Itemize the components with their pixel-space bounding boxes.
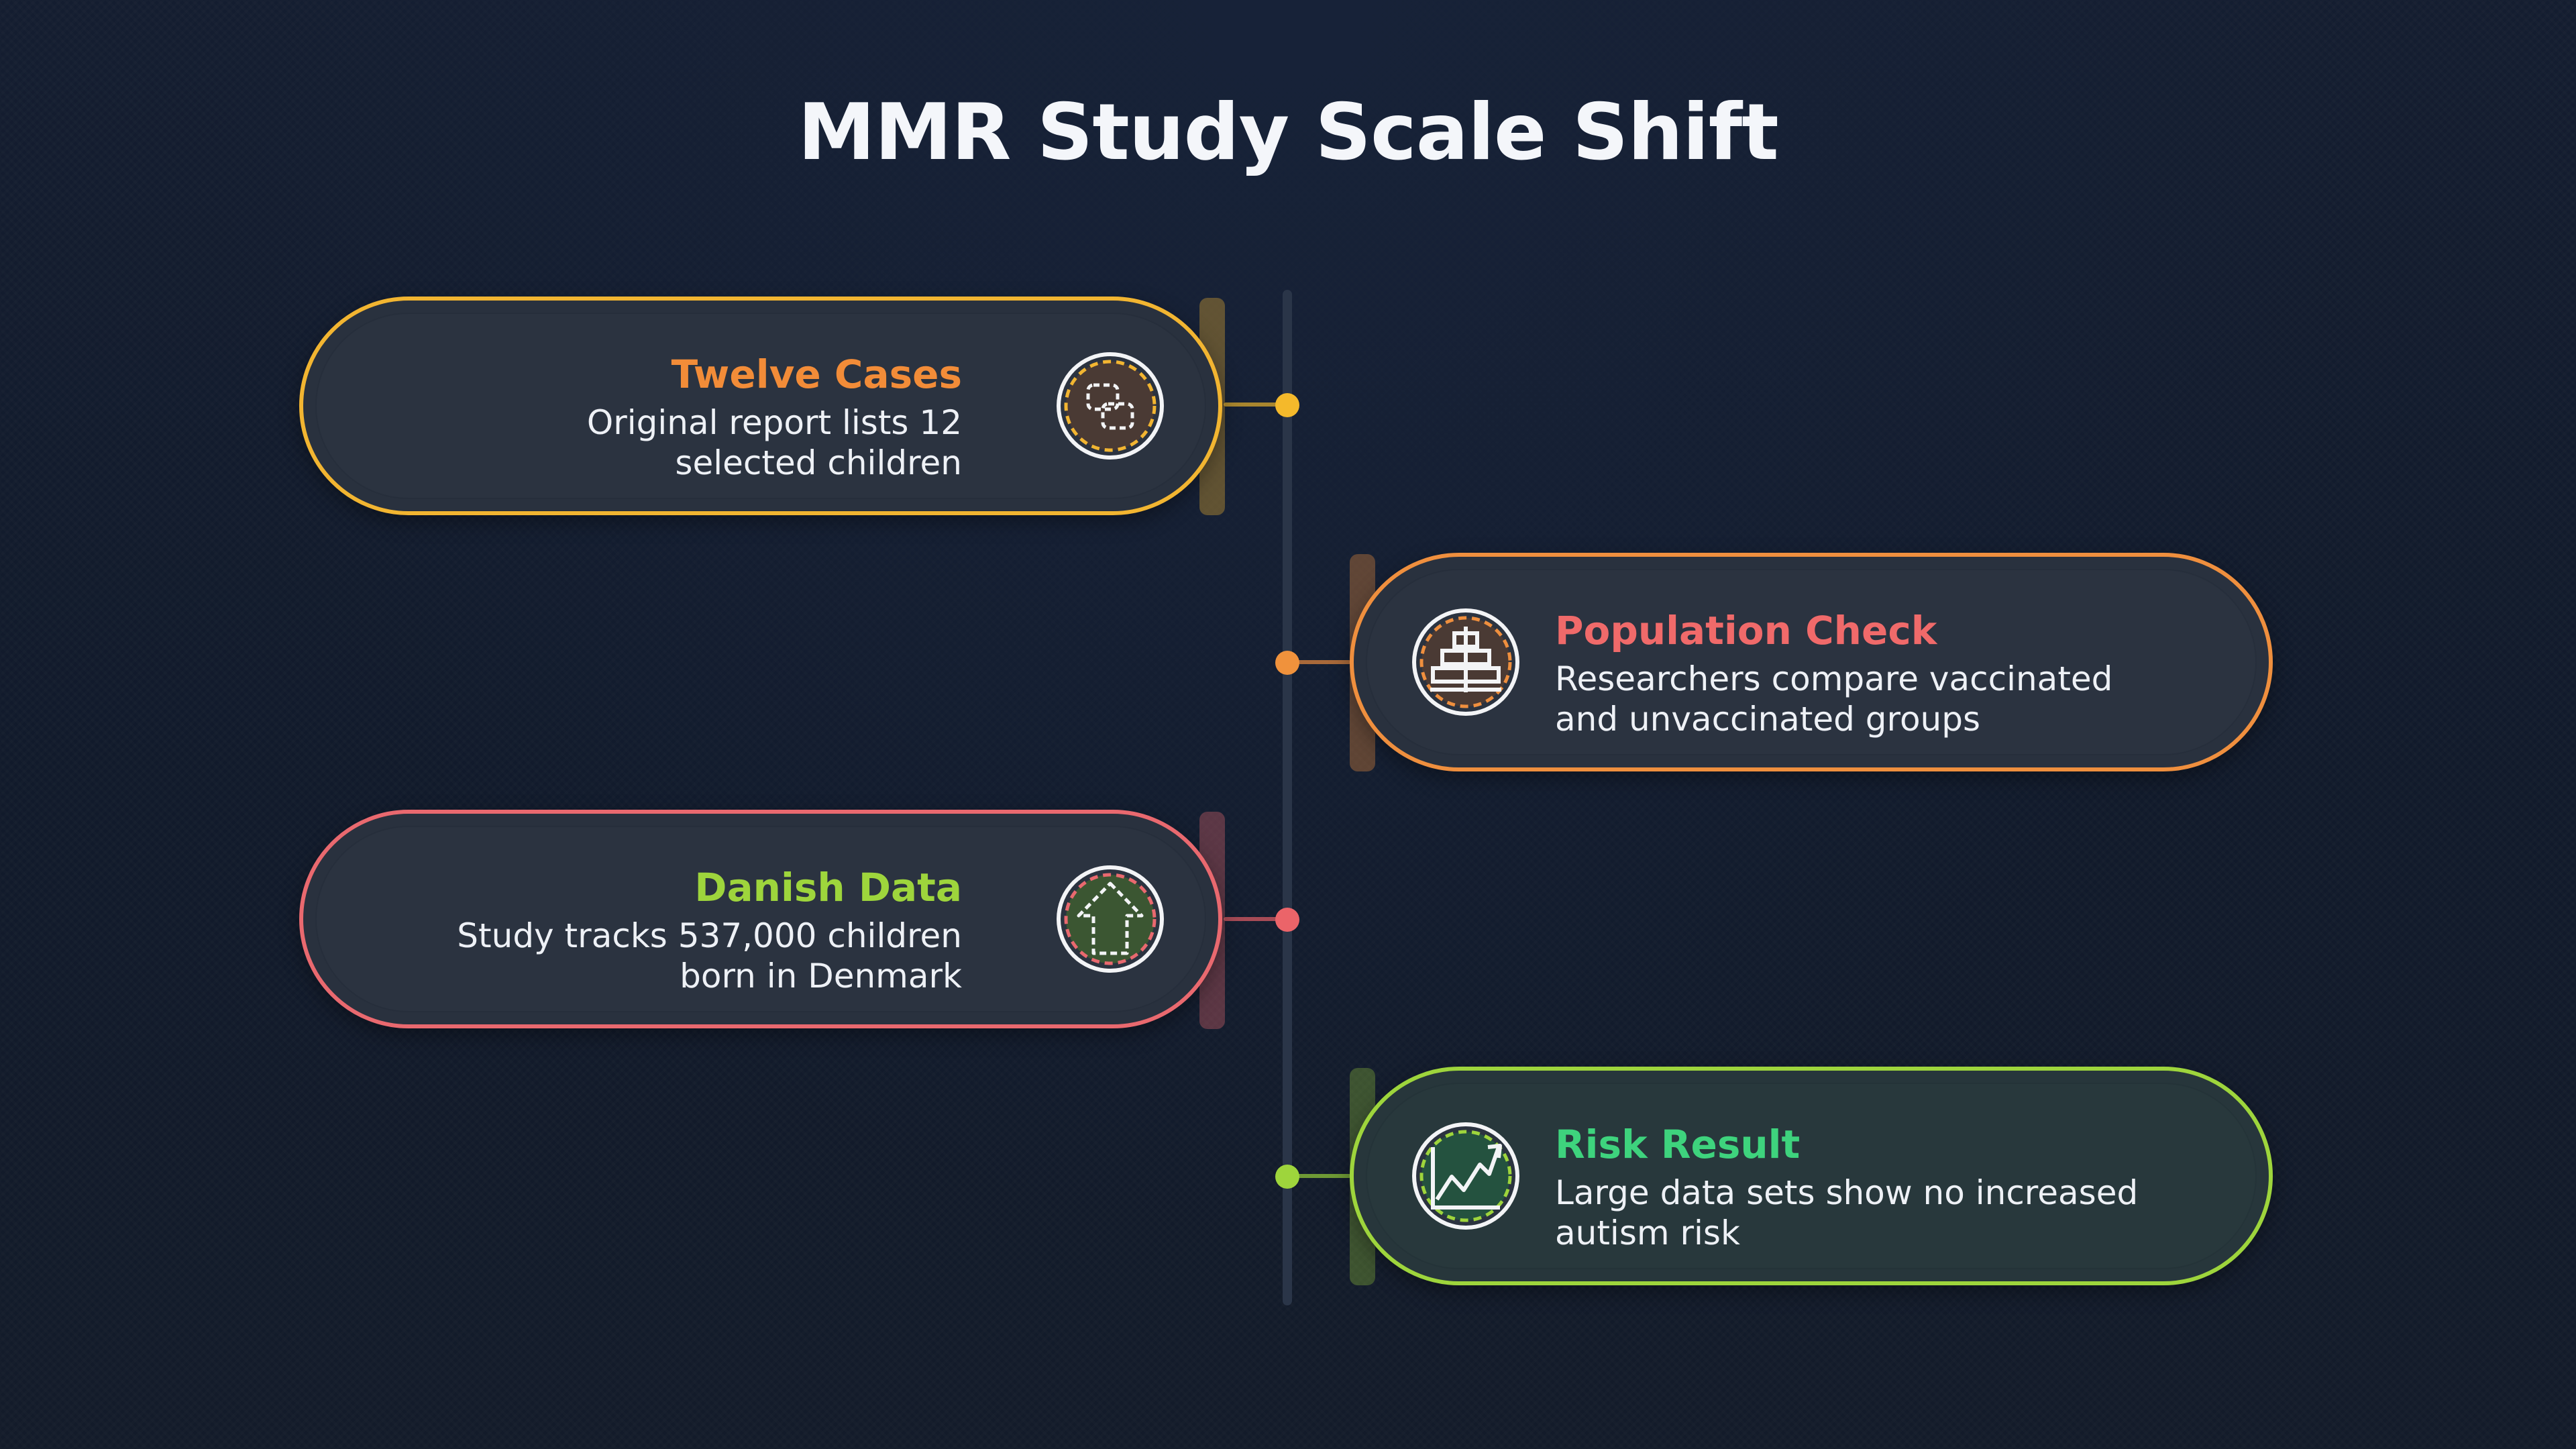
timeline-spine xyxy=(1283,290,1292,1305)
timeline-dot-risk-result xyxy=(1275,1165,1299,1189)
card-danish-data: Danish Data Study tracks 537,000 childre… xyxy=(299,810,1222,1028)
desc-line-2: selected children xyxy=(675,443,962,482)
connector-risk-result xyxy=(1287,1174,1351,1178)
card-twelve-cases: Twelve Cases Original report lists 12 se… xyxy=(299,297,1222,515)
timeline-dot-population-check xyxy=(1275,651,1299,675)
desc-line-2: born in Denmark xyxy=(680,957,962,996)
desc-line-1: Study tracks 537,000 children xyxy=(457,916,962,955)
heading-population-check: Population Check xyxy=(1555,608,1937,653)
linked-squares-icon xyxy=(1055,350,1166,462)
connector-danish-data xyxy=(1224,917,1288,921)
desc-twelve-cases: Original report lists 12 selected childr… xyxy=(587,402,962,483)
desc-risk-result: Large data sets show no increased autism… xyxy=(1555,1173,2138,1253)
heading-twelve-cases: Twelve Cases xyxy=(671,352,962,397)
desc-line-2: and unvaccinated groups xyxy=(1555,700,1981,739)
population-bars-icon xyxy=(1410,606,1521,718)
timeline-dot-danish-data xyxy=(1275,908,1299,932)
timeline-dot-twelve-cases xyxy=(1275,393,1299,417)
trend-chart-icon xyxy=(1410,1120,1521,1232)
desc-population-check: Researchers compare vaccinated and unvac… xyxy=(1555,659,2112,739)
heading-risk-result: Risk Result xyxy=(1555,1122,1801,1167)
connector-twelve-cases xyxy=(1224,402,1288,407)
card-population-check: Population Check Researchers compare vac… xyxy=(1350,553,2273,771)
desc-line-1: Researchers compare vaccinated xyxy=(1555,659,2113,698)
upload-arrow-icon xyxy=(1055,863,1166,975)
desc-line-2: autism risk xyxy=(1555,1214,1740,1252)
page-title: MMR Study Scale Shift xyxy=(798,87,1778,178)
heading-danish-data: Danish Data xyxy=(694,865,962,910)
desc-line-1: Original report lists 12 xyxy=(586,403,962,442)
card-risk-result: Risk Result Large data sets show no incr… xyxy=(1350,1067,2273,1285)
desc-danish-data: Study tracks 537,000 children born in De… xyxy=(457,916,962,996)
connector-population-check xyxy=(1287,660,1351,664)
desc-line-1: Large data sets show no increased xyxy=(1555,1173,2139,1212)
